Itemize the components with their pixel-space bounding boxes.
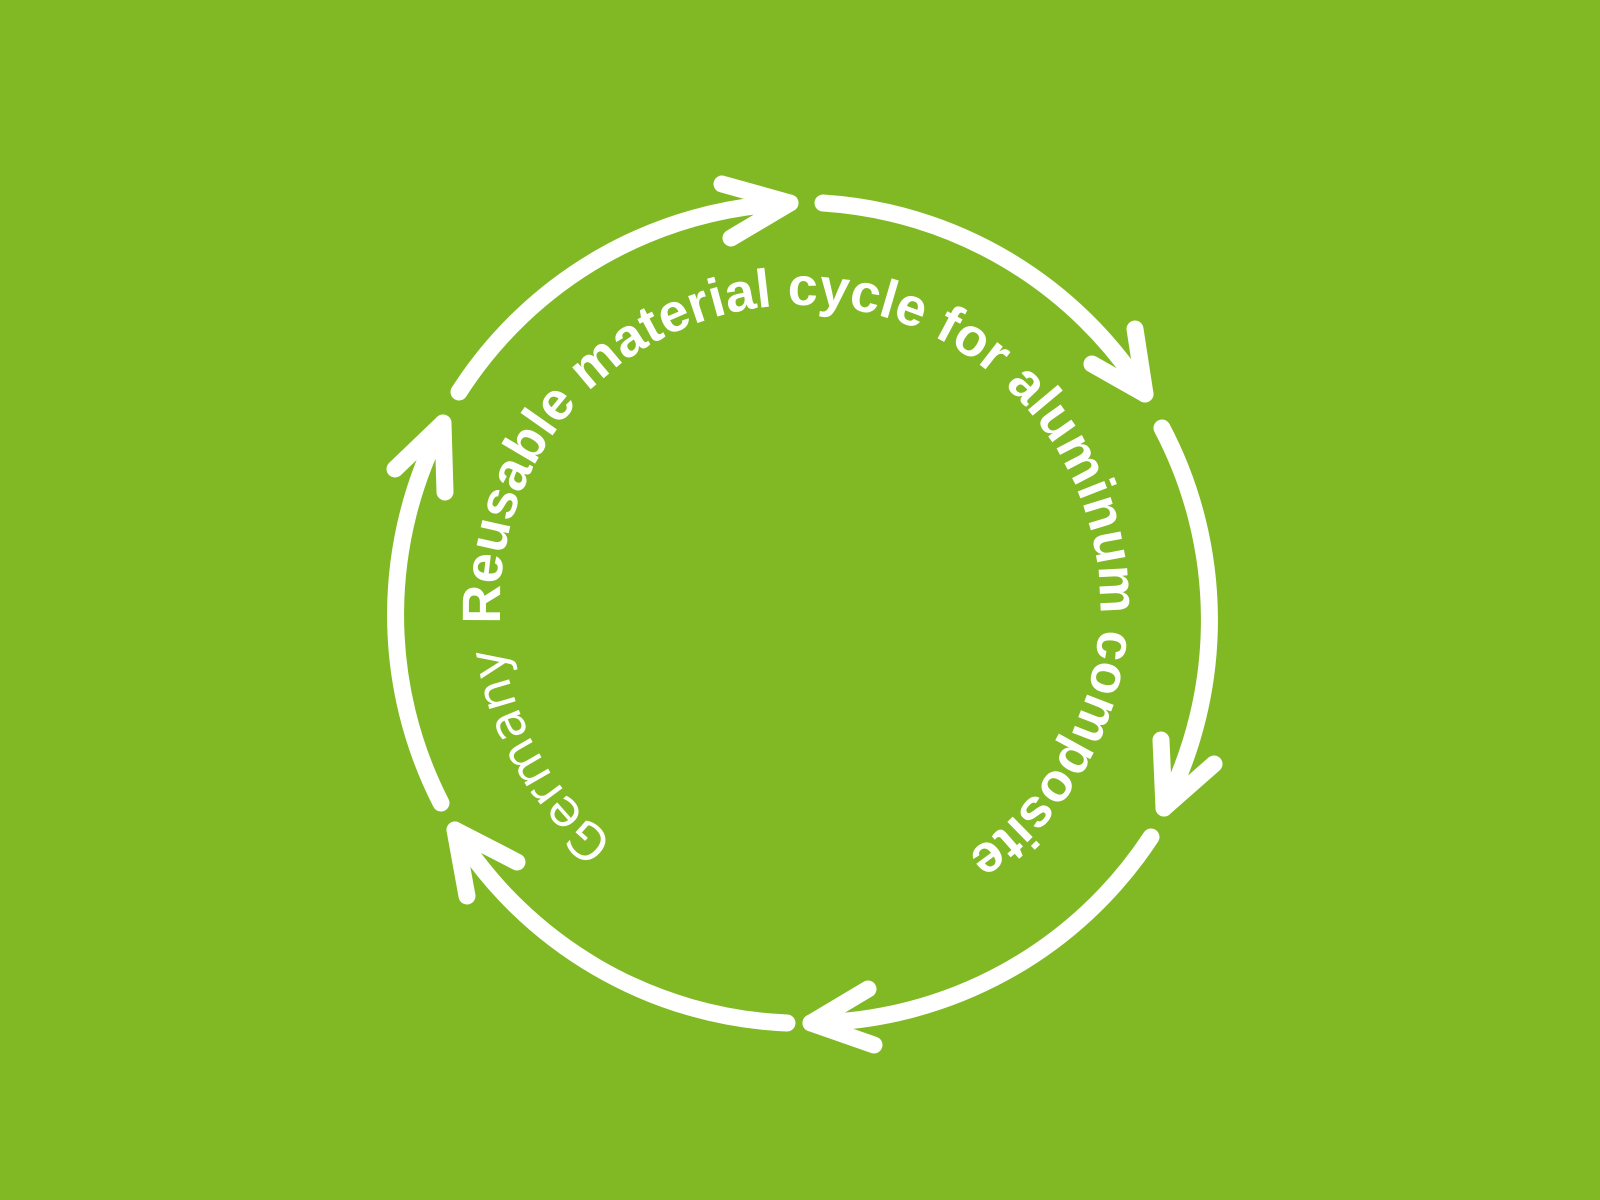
ring-caption: Germany Reusable material cycle for alum… <box>452 257 1149 893</box>
arrow-segment-left <box>386 414 454 812</box>
arrow-segment-bottom-left <box>446 821 796 1032</box>
cycle-arrows-icon <box>386 175 1223 1054</box>
arrow-segment-top-right <box>814 194 1154 403</box>
arrow-segment-right <box>1152 419 1223 817</box>
arrow-segment-bottom <box>802 828 1160 1054</box>
arrow-segment-top-left <box>450 175 799 401</box>
